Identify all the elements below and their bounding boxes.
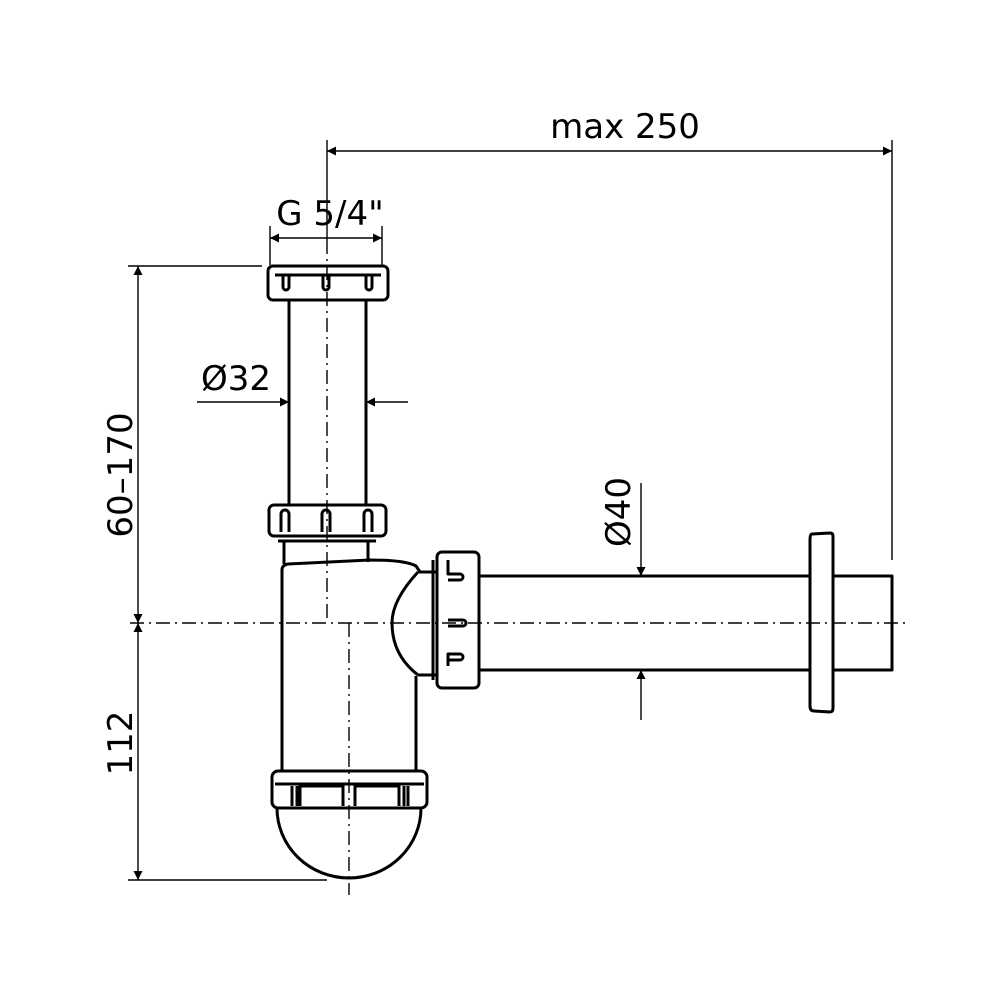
trap-depth-label: 112: [101, 711, 141, 776]
center-lines: [130, 240, 905, 895]
thread-label: G 5/4": [276, 194, 384, 234]
middle-nut: [267, 503, 388, 564]
dim-height-adjust: 60–170: [101, 265, 262, 623]
dim-max-250: max 250: [326, 107, 893, 560]
height-adjust-label: 60–170: [101, 412, 141, 537]
max-length-label: max 250: [550, 107, 700, 147]
top-nut: [266, 264, 390, 302]
dim-trap-depth: 112: [101, 623, 327, 881]
side-nut: [431, 550, 481, 690]
dim-outlet-diameter: Ø40: [599, 477, 646, 720]
dim-thread: G 5/4": [269, 194, 384, 265]
bowl-nut: [270, 769, 429, 810]
outlet-diameter-label: Ø40: [599, 477, 639, 547]
inlet-diameter-label: Ø32: [201, 359, 271, 399]
dim-inlet-diameter: Ø32: [197, 359, 408, 407]
bowl-cap: [275, 807, 423, 880]
trap-body: [280, 558, 436, 772]
